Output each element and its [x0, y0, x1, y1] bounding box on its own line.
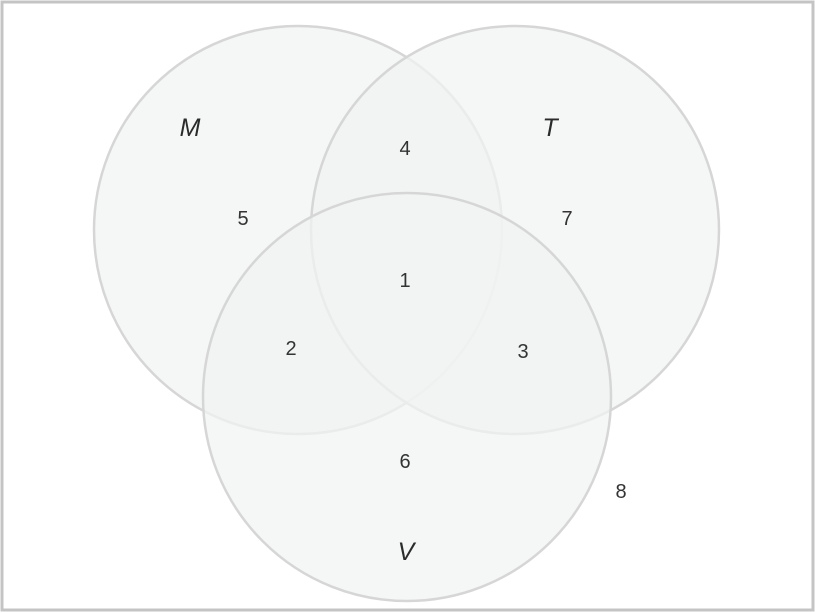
region-outside: 8: [615, 481, 626, 503]
region-t-and-v: 3: [517, 341, 528, 363]
region-m-only: 5: [237, 208, 248, 230]
region-t-only: 7: [561, 208, 572, 230]
set-m-label: M: [180, 114, 201, 142]
region-all-three: 1: [399, 270, 410, 292]
region-v-only: 6: [399, 451, 410, 473]
set-v-label: V: [398, 538, 417, 566]
region-m-and-v: 2: [285, 338, 296, 360]
region-m-and-t: 4: [399, 138, 410, 160]
set-t-label: T: [542, 114, 559, 142]
set-v-circle: [201, 191, 613, 603]
